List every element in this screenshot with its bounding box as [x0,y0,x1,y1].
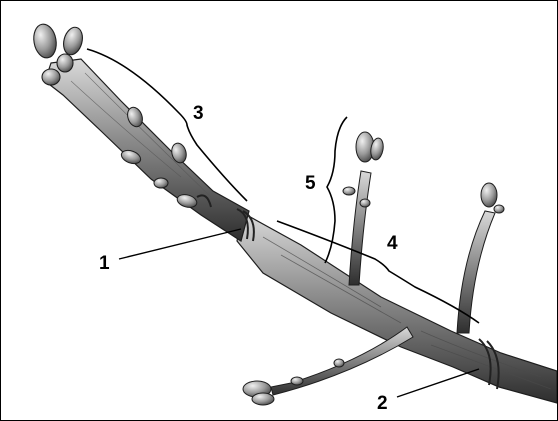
label-2: 2 [377,393,388,414]
label-5: 5 [305,173,316,194]
upright-side-branch [457,211,495,333]
leader-line-2 [397,369,479,397]
label-3: 3 [193,103,204,124]
upright-branch-buds [481,183,504,213]
leader-line-1 [119,229,241,259]
label-4: 4 [387,233,398,254]
main-branch-young [45,59,249,241]
label-1: 1 [99,253,110,274]
lower-branch-buds [243,359,344,405]
